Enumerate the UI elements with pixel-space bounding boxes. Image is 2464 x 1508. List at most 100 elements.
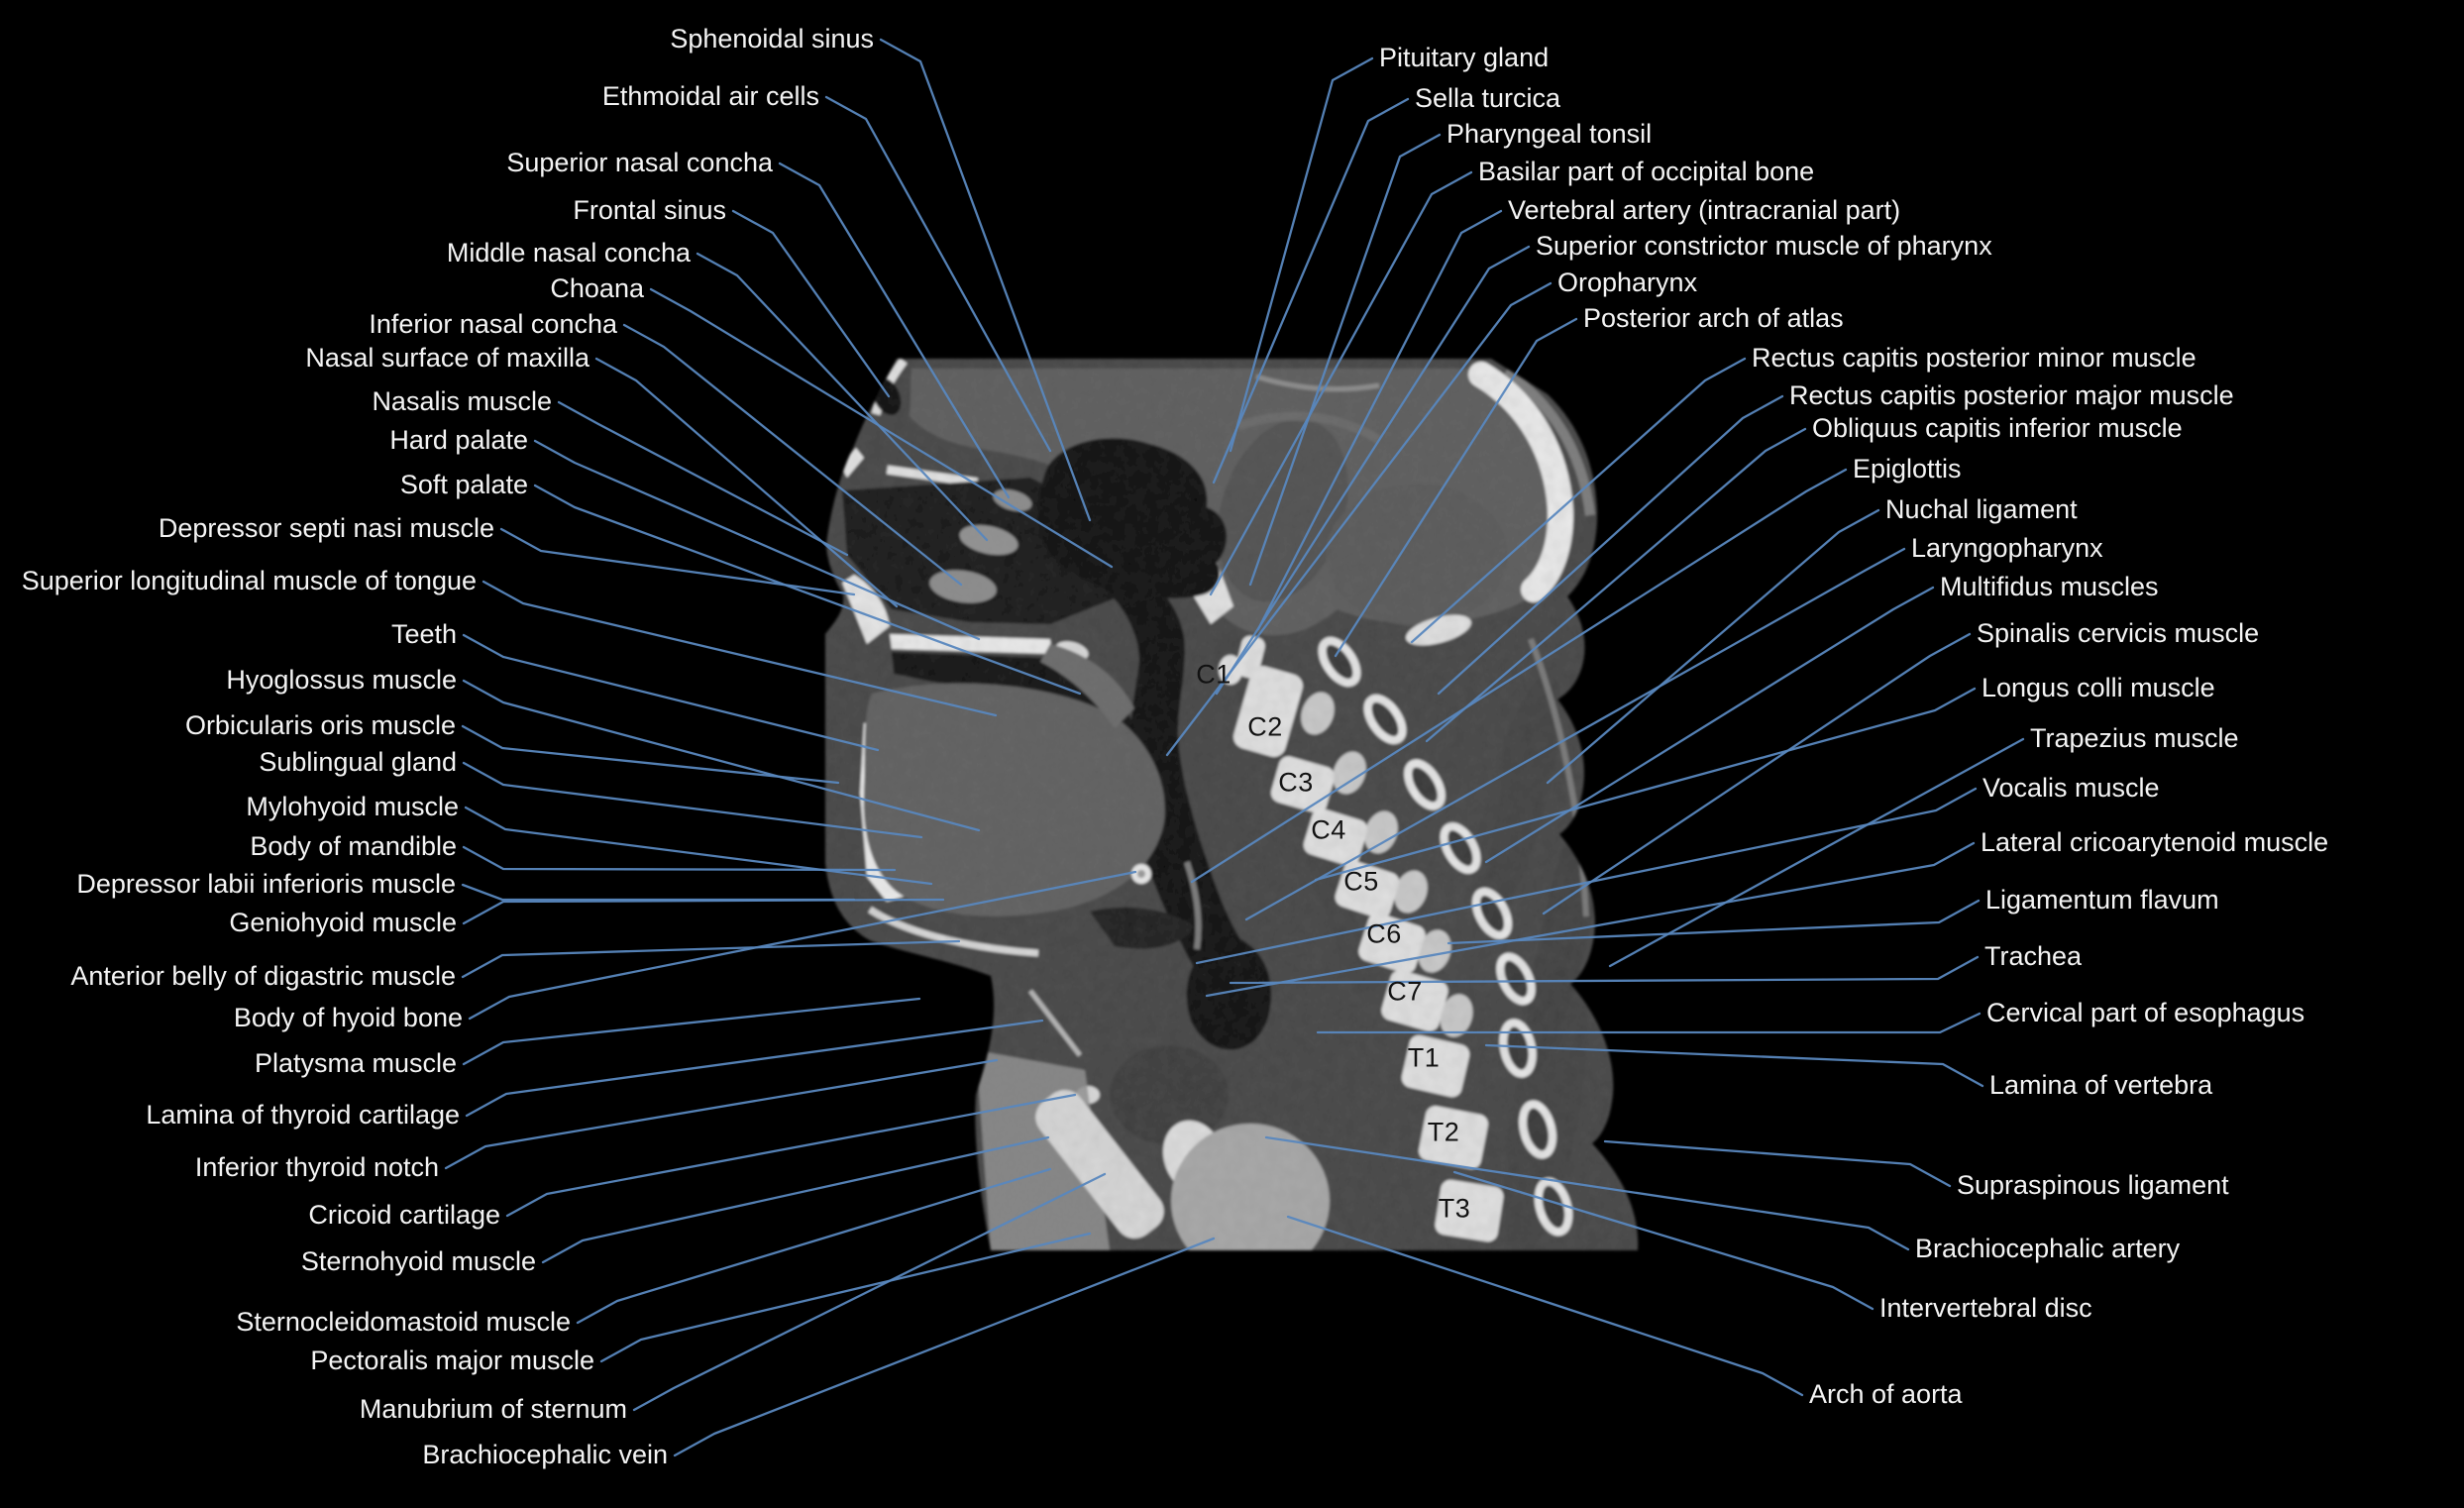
anatomy-label-right: Sella turcica [1415, 83, 1561, 114]
leader-line [1546, 508, 1880, 785]
leader-line [461, 724, 840, 785]
leader-line [499, 527, 856, 596]
vertebra-label: T2 [1427, 1117, 1460, 1147]
leader-line [1437, 394, 1784, 696]
anatomy-label-right: Longus colli muscle [1982, 673, 2215, 703]
anatomy-label-left: Superior longitudinal muscle of tongue [21, 566, 477, 596]
leader-line [731, 209, 891, 398]
vertebra-label: C1 [1196, 659, 1232, 690]
ct-noise-fine [825, 359, 1639, 1250]
anatomy-label-right: Superior constrictor muscle of pharynx [1536, 231, 1992, 262]
anatomy-label-left: Hyoglossus muscle [226, 665, 457, 696]
anatomy-label-left: Orbicularis oris muscle [184, 710, 456, 741]
leader-line [1452, 1170, 1875, 1311]
leader-line [468, 870, 1137, 1021]
anatomy-label-left: Body of mandible [250, 831, 457, 862]
leader-line [462, 679, 981, 832]
leader-line [824, 95, 1052, 453]
anatomy-label-left: Inferior nasal concha [369, 309, 617, 340]
leader-line [462, 633, 880, 752]
leader-line [1264, 1135, 1910, 1251]
anatomy-label-left: Hard palate [389, 425, 528, 456]
anatomy-label-right: Spinalis cervicis muscle [1977, 618, 2260, 649]
leader-line [1244, 547, 1906, 921]
leader-line [461, 939, 961, 979]
leader-line [1248, 133, 1442, 587]
anatomy-label-right: Vertebral artery (intracranial part) [1508, 195, 1901, 226]
leader-line [557, 400, 849, 557]
leader-lines [444, 38, 2025, 1457]
anatomy-label-left: Sternohyoid muscle [300, 1246, 536, 1277]
vertebra-label: C4 [1311, 814, 1346, 845]
anatomy-label-left: Soft palate [399, 470, 528, 500]
leader-line [1229, 56, 1374, 453]
leader-line [1286, 1215, 1804, 1397]
leader-line [533, 439, 981, 641]
leader-line [462, 898, 945, 925]
anatomy-label-right: Arch of aorta [1809, 1379, 1963, 1410]
leader-line [1229, 955, 1980, 985]
anatomy-label-right: Trapezius muscle [2030, 723, 2239, 754]
leader-line [1314, 687, 1977, 882]
vertebra-label: T1 [1407, 1042, 1441, 1073]
leader-line [778, 162, 1011, 499]
leader-line [576, 1167, 1052, 1325]
leader-line [1215, 245, 1531, 696]
leader-line [461, 883, 856, 902]
vertebra-label: C5 [1343, 866, 1379, 897]
leader-line [1334, 317, 1578, 658]
vertebra-label: T3 [1438, 1193, 1471, 1224]
anatomy-label-right: Vocalis muscle [1982, 773, 2160, 804]
anatomy-label-left: Choana [550, 273, 644, 304]
anatomy-label-right: Posterior arch of atlas [1583, 303, 1844, 334]
anatomy-label-left: Manubrium of sternum [359, 1394, 627, 1425]
leader-line [696, 252, 989, 542]
vertebra-label: C7 [1387, 976, 1423, 1007]
leader-line [462, 761, 923, 839]
anatomy-label-left: Teeth [390, 619, 457, 650]
leader-line [464, 806, 933, 886]
anatomy-label-left: Sphenoidal sinus [670, 24, 874, 54]
leader-line [1256, 209, 1503, 631]
anatomy-label-left: Sternocleidomastoid muscle [236, 1307, 571, 1338]
leader-line [1425, 427, 1807, 743]
leader-line [1212, 97, 1410, 485]
anatomy-label-right: Pharyngeal tonsil [1446, 119, 1653, 150]
leader-line [599, 1232, 1092, 1363]
anatomy-label-right: Basilar part of occipital bone [1478, 157, 1815, 187]
leader-line [462, 997, 921, 1066]
anatomy-label-left: Platysma muscle [254, 1048, 457, 1079]
leader-line [1209, 170, 1473, 596]
anatomy-label-left: Geniohyoid muscle [229, 908, 457, 938]
anatomy-label-left: Sublingual gland [259, 747, 457, 778]
anatomy-label-left: Inferior thyroid notch [194, 1152, 439, 1183]
anatomy-label-left: Depressor septi nasi muscle [158, 513, 494, 544]
vertebra-label: C3 [1278, 767, 1314, 798]
leader-line [622, 323, 963, 587]
anatomy-label-left: Mylohyoid muscle [246, 792, 459, 822]
anatomy-label-left: Anterior belly of digastric muscle [70, 961, 456, 992]
anatomy-label-right: Nuchal ligament [1885, 494, 2078, 525]
vertebra-label: C2 [1247, 711, 1283, 742]
leader-line [649, 287, 1114, 569]
anatomy-label-left: Ethmoidal air cells [601, 81, 819, 112]
anatomy-label-right: Lateral cricoarytenoid muscle [1981, 827, 2329, 858]
anatomy-label-left: Nasal surface of maxilla [305, 343, 589, 374]
leader-line [1316, 1012, 1982, 1034]
leader-line [482, 580, 998, 717]
leader-line [1190, 468, 1848, 884]
anatomy-label-left: Middle nasal concha [446, 238, 691, 269]
anatomy-label-left: Depressor labii inferioris muscle [76, 869, 456, 900]
leader-line [673, 1237, 1216, 1457]
anatomy-label-right: Ligamentum flavum [1985, 885, 2219, 916]
leader-line [879, 38, 1092, 522]
anatomy-label-right: Rectus capitis posterior major muscle [1789, 380, 2234, 411]
anatomy-label-right: Multifidus muscles [1940, 572, 2159, 602]
anatomy-label-right: Brachiocephalic artery [1915, 1234, 2181, 1264]
leader-line [1165, 281, 1553, 757]
anatomy-label-right: Laryngopharynx [1911, 533, 2103, 564]
leader-line [462, 845, 897, 872]
leader-line [1484, 586, 1935, 864]
